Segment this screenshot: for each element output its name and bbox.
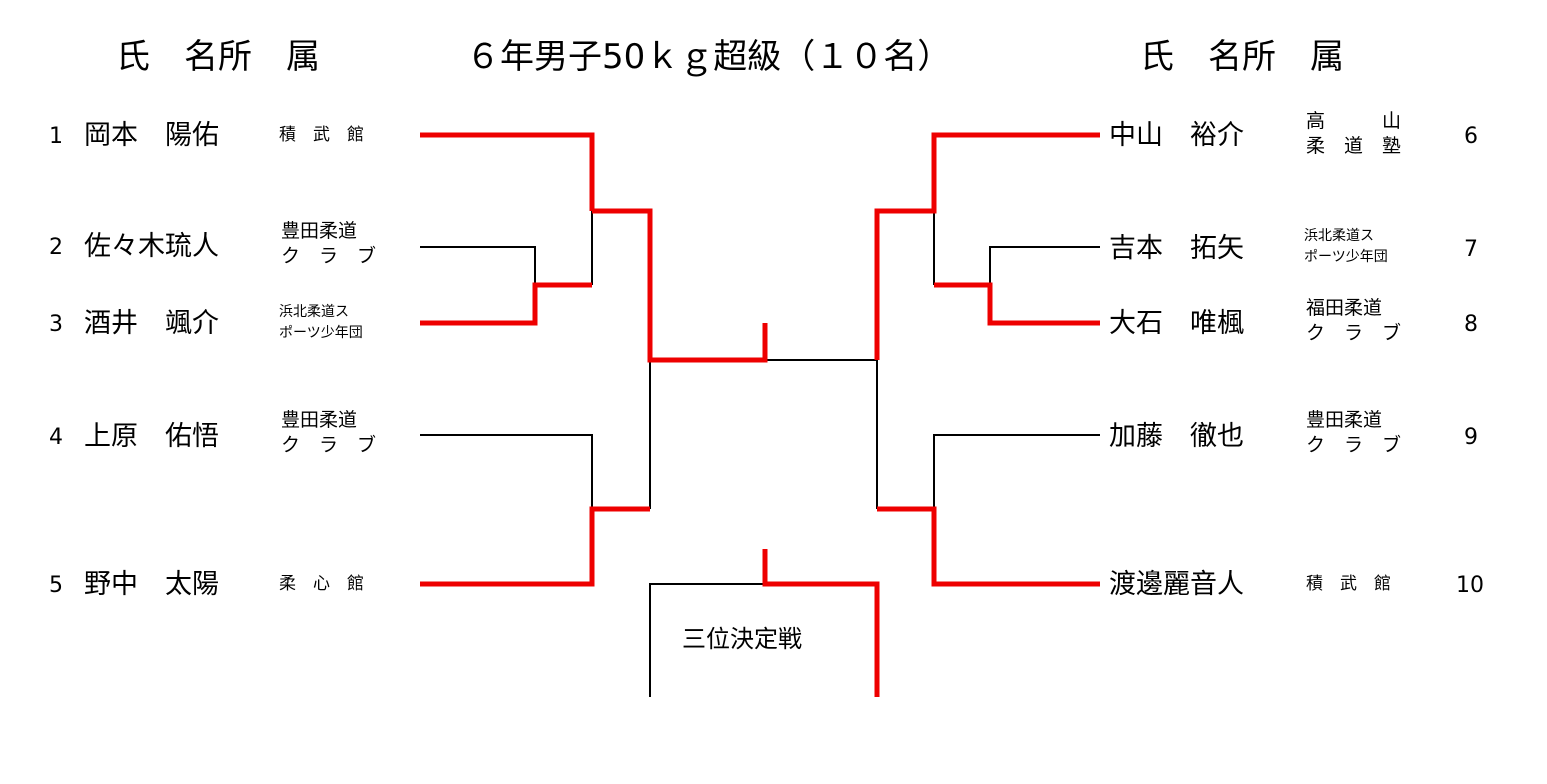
win-entrant-5 (420, 506, 650, 587)
entrant-name: 渡邊麗音人 (1109, 569, 1244, 600)
entrant-name: 大石 唯楓 (1109, 308, 1244, 339)
entrant-club: 豊田柔道 ク ラ ブ (281, 409, 377, 457)
header-right-label: 氏 名所 属 (1140, 37, 1344, 77)
entrant-number: 10 (1456, 573, 1484, 598)
win-entrant-6 (874, 132, 1100, 360)
win-entrant-3 (420, 282, 592, 326)
entrant-club: 豊田柔道 ク ラ ブ (1306, 409, 1402, 457)
entrant-club: 浜北柔道ス ポーツ少年団 (279, 304, 363, 341)
third-place-label: 三位決定戦 (682, 625, 802, 653)
line-entrant-4 (420, 434, 593, 509)
entrant-name: 吉本 拓矢 (1109, 233, 1244, 264)
win-entrant-1 (420, 132, 595, 211)
entrant-number: 7 (1464, 237, 1478, 262)
entrant-name: 加藤 徹也 (1109, 421, 1244, 452)
winner-lines (420, 132, 1100, 697)
entrant-club: 積 武 館 (1306, 574, 1391, 594)
entrant-number: 1 (49, 124, 63, 149)
line-entrant-2 (420, 246, 536, 285)
entrant-club: 積 武 館 (279, 125, 364, 145)
entrant-number: 3 (49, 312, 63, 337)
win-semifinal-left (592, 208, 768, 363)
entrant-number: 8 (1464, 312, 1478, 337)
entrant-number: 2 (49, 235, 63, 260)
entrant-club: 豊田柔道 ク ラ ブ (281, 220, 377, 268)
win-entrant-10 (877, 506, 1100, 587)
bracket-title: ６年男子50ｋｇ超級（１０名） (466, 37, 952, 77)
entrant-club: 浜北柔道ス ポーツ少年団 (1304, 228, 1388, 265)
entrant-name: 上原 佑悟 (84, 421, 219, 452)
entrant-name: 岡本 陽佑 (84, 120, 219, 151)
line-entrant-7 (989, 246, 1100, 285)
entrant-name: 酒井 颯介 (84, 308, 219, 339)
entrant-name: 野中 太陽 (84, 569, 219, 600)
entrant-number: 9 (1464, 425, 1478, 450)
entrant-number: 6 (1464, 124, 1478, 149)
win-third-place (762, 549, 880, 697)
win-entrant-8 (934, 282, 1100, 326)
entrant-club: 高 山 柔 道 塾 (1306, 110, 1402, 158)
entrant-name: 中山 裕介 (1109, 120, 1244, 151)
line-entrant-9 (933, 434, 1100, 509)
thin-lines (420, 211, 1100, 697)
header-left-label: 氏 名所 属 (116, 37, 320, 77)
entrant-number: 4 (49, 425, 63, 450)
entrant-club: 柔 心 館 (279, 574, 364, 594)
entrant-club: 福田柔道 ク ラ ブ (1306, 297, 1402, 345)
line-third-place-left (649, 583, 765, 697)
entrant-name: 佐々木琉人 (84, 231, 219, 262)
entrant-number: 5 (49, 573, 63, 598)
